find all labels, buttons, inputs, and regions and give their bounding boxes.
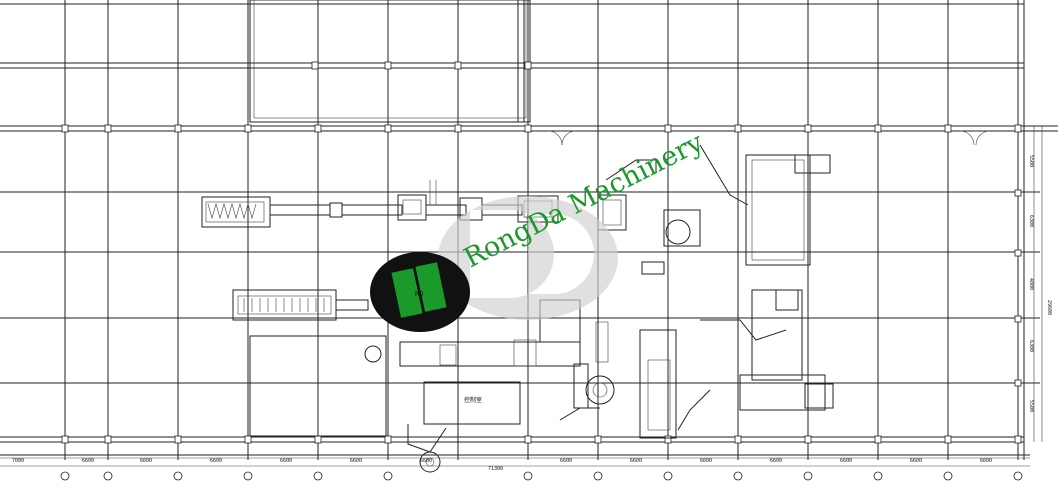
dim-right-4: 5500 xyxy=(1028,400,1034,412)
column-markers xyxy=(61,61,1022,444)
dim-bottom-5: 6600 xyxy=(350,458,362,464)
dim-bottom-12: 6600 xyxy=(910,458,922,464)
seal-emblem xyxy=(438,196,618,320)
right-total: 29600 xyxy=(1046,300,1052,315)
dim-right-0: 5500 xyxy=(1028,155,1034,167)
dim-bottom-11: 6600 xyxy=(840,458,852,464)
dim-right-2: 4800 xyxy=(1028,278,1034,290)
right-dimensions: 29600 5500 6300 4800 6300 5500 xyxy=(1028,126,1052,442)
bottom-dimensions: 71300 7000 6600 6600 6600 6600 6600 6600… xyxy=(0,457,1030,472)
dim-bottom-10: 6600 xyxy=(770,458,782,464)
dim-right-1: 6300 xyxy=(1028,215,1034,227)
dim-bottom-1: 6600 xyxy=(82,458,94,464)
axis-bubbles xyxy=(60,471,1023,481)
dim-bottom-9: 6600 xyxy=(700,458,712,464)
dim-bottom-2: 6600 xyxy=(140,458,152,464)
dim-bottom-4: 6600 xyxy=(280,458,292,464)
dim-bottom-13: 6600 xyxy=(980,458,992,464)
watermark: RongDa Machinery RD xyxy=(370,126,709,332)
equipment-right-machines xyxy=(641,144,834,431)
door-symbols xyxy=(547,130,991,146)
dim-bottom-3: 6600 xyxy=(210,458,222,464)
logo-badge xyxy=(370,252,470,332)
upper-structure xyxy=(249,0,531,123)
dim-bottom-7: 6600 xyxy=(560,458,572,464)
box-label: 控制室 xyxy=(464,396,482,404)
bottom-total: 71300 xyxy=(488,466,503,472)
dim-right-3: 6300 xyxy=(1028,340,1034,352)
dim-bottom-6: 6600 xyxy=(420,458,432,464)
dim-bottom-8: 6600 xyxy=(630,458,642,464)
dim-bottom-0: 7000 xyxy=(12,458,24,464)
equipment-lower-line xyxy=(232,289,677,473)
logo-letters: RD xyxy=(415,290,423,298)
